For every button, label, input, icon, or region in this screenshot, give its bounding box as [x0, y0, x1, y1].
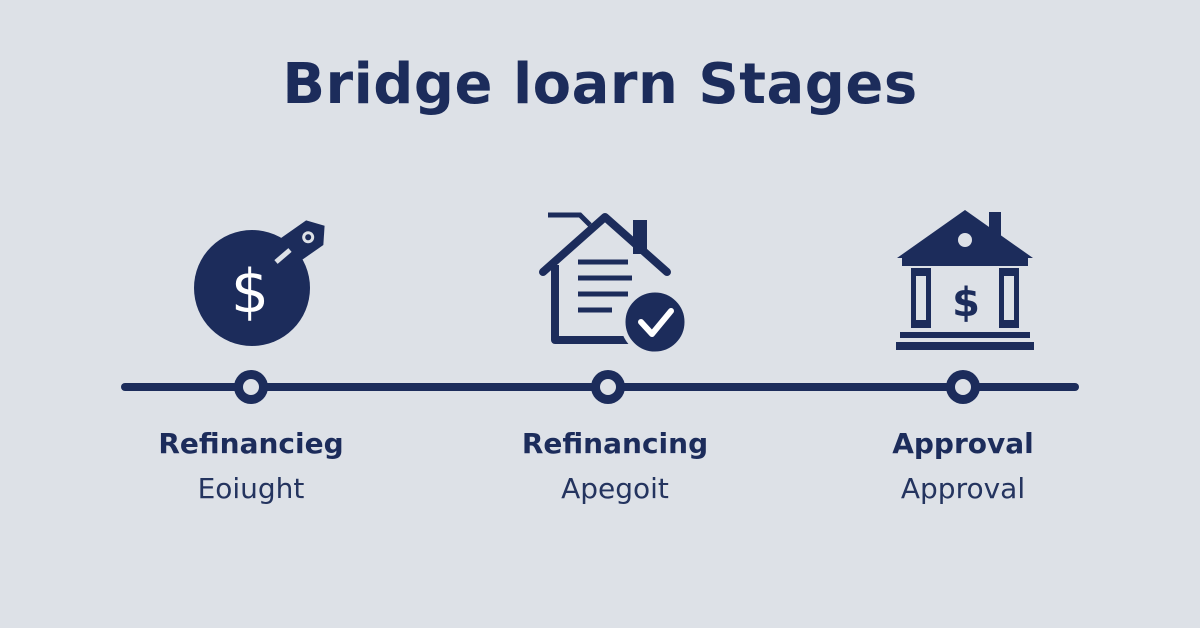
- house-document-check-icon: [539, 212, 690, 357]
- stage-2-subtitle: Apegoit: [561, 472, 669, 505]
- timeline-node-3: [946, 370, 980, 404]
- timeline-node-2: [591, 370, 625, 404]
- timeline-node-1: [234, 370, 268, 404]
- stage-3: Approval Approval: [813, 427, 1113, 505]
- svg-text:$: $: [952, 280, 980, 326]
- svg-text:$: $: [231, 257, 269, 327]
- money-bag-tag-icon: $: [194, 220, 325, 346]
- stage-3-title: Approval: [892, 427, 1034, 460]
- stage-1-title: Refinancieg: [158, 427, 344, 460]
- page-title: Bridge loarn Stages: [282, 52, 918, 117]
- stage-2: Refinancing Apegoit: [465, 427, 765, 505]
- stage-3-subtitle: Approval: [900, 472, 1026, 505]
- stage-1-subtitle: Eoiught: [197, 472, 305, 505]
- stage-1: Refinancieg Eoiught: [101, 427, 401, 505]
- bank-building-icon: $: [896, 210, 1034, 350]
- stage-2-title: Refinancing: [521, 427, 709, 460]
